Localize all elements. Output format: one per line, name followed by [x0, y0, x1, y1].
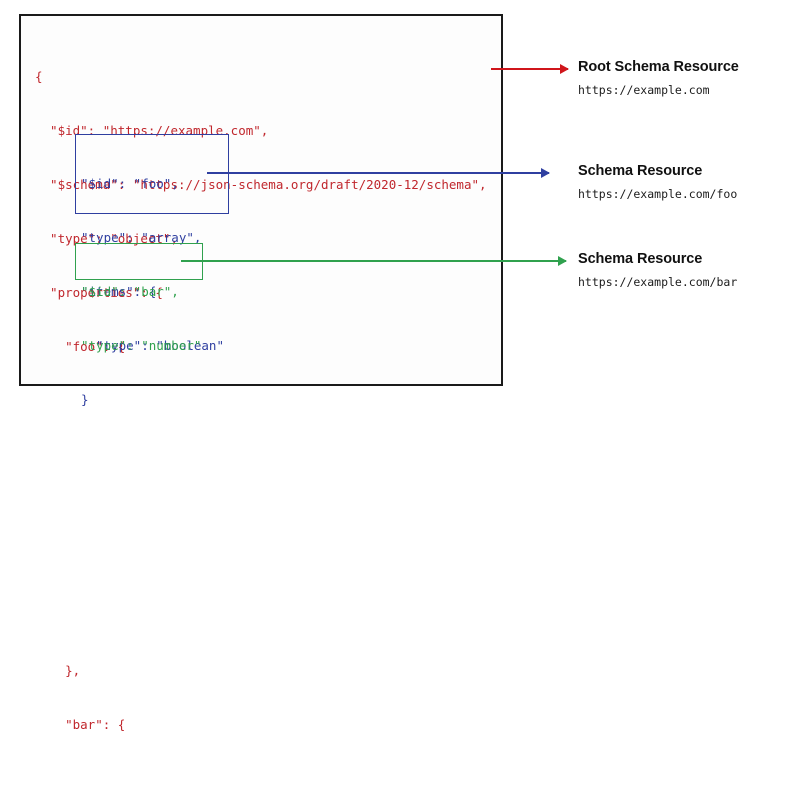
code-line: "$id": "foo", — [81, 176, 179, 191]
arrow-head-icon — [560, 64, 569, 74]
code-line-spacer — [35, 500, 487, 518]
bar-schema-resource-box: "$id": "bar", "type": "number" — [75, 243, 203, 353]
code-line-spacer — [35, 446, 487, 464]
code-line: "$schema": "https://json-schema.org/draf… — [35, 177, 487, 192]
callout-uri: https://example.com/bar — [578, 275, 738, 289]
arrow-shaft — [491, 68, 568, 70]
code-line: "$id": "bar", — [81, 284, 179, 299]
code-line-spacer — [35, 554, 487, 572]
code-line: "items": { — [81, 284, 157, 299]
bar-schema-arrow-icon — [181, 256, 567, 266]
callout-title: Schema Resource — [578, 163, 703, 179]
foo-schema-resource-box: "$id": "foo", "type": "array", "items": … — [75, 134, 229, 407]
code-line: }, — [35, 663, 81, 678]
root-schema-arrow-icon — [491, 64, 569, 74]
arrow-head-icon — [558, 256, 567, 266]
code-line: } — [81, 392, 89, 407]
callout-root-schema-resource: Root Schema Resource https://example.com — [578, 59, 739, 97]
callout-title: Schema Resource — [578, 251, 703, 267]
callout-uri: https://example.com/foo — [578, 187, 738, 201]
callout-foo-schema-resource: Schema Resource https://example.com/foo — [578, 163, 737, 201]
code-line: "type": "object", — [35, 231, 178, 246]
code-line: "foo": { — [35, 339, 126, 354]
arrow-head-icon — [541, 168, 550, 178]
code-line: "bar": { — [35, 717, 126, 732]
code-line: { — [35, 69, 43, 84]
code-line: "type": "array", — [81, 230, 202, 245]
code-line: "type": "boolean" — [81, 338, 224, 353]
code-line: "properties": { — [35, 285, 163, 300]
code-line-spacer — [35, 608, 487, 626]
callout-bar-schema-resource: Schema Resource https://example.com/bar — [578, 251, 737, 289]
code-panel: { "$id": "https://example.com", "$schema… — [19, 14, 503, 732]
code-line: "type": "number" — [81, 338, 202, 353]
foo-schema-arrow-icon — [207, 168, 550, 178]
arrow-shaft — [181, 260, 566, 262]
arrow-shaft — [207, 172, 549, 174]
callout-title: Root Schema Resource — [578, 59, 739, 75]
callout-uri: https://example.com — [578, 83, 710, 97]
code-line-spacer — [35, 770, 487, 788]
